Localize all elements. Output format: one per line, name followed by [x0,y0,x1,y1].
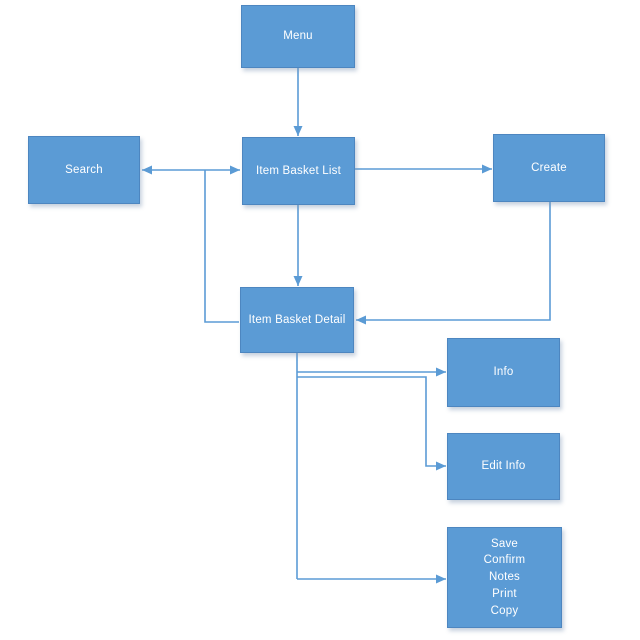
node-item-basket-list-label: Item Basket List [255,164,341,177]
node-edit-info: Edit Info [447,433,560,500]
node-info: Info [447,338,560,407]
node-item-basket-detail-label: Item Basket Detail [248,313,346,326]
node-item-basket-detail: Item Basket Detail [240,287,354,353]
node-edit-info-label: Edit Info [481,460,526,473]
node-menu: Menu [241,5,355,68]
connector-searchlink-to-detail [204,170,239,323]
node-menu-label: Menu [283,30,313,43]
node-info-label: Info [493,366,514,379]
node-create-label: Create [531,161,567,174]
node-actions: Save Confirm Notes Print Copy [447,527,562,628]
node-create: Create [493,134,605,202]
node-actions-label: Save Confirm Notes Print Copy [483,537,526,617]
node-item-basket-list: Item Basket List [242,137,355,205]
node-search-label: Search [65,163,103,176]
connector-create-to-detail [356,202,551,325]
node-search: Search [28,136,140,204]
connector-detail-to-editinfo [297,376,446,471]
